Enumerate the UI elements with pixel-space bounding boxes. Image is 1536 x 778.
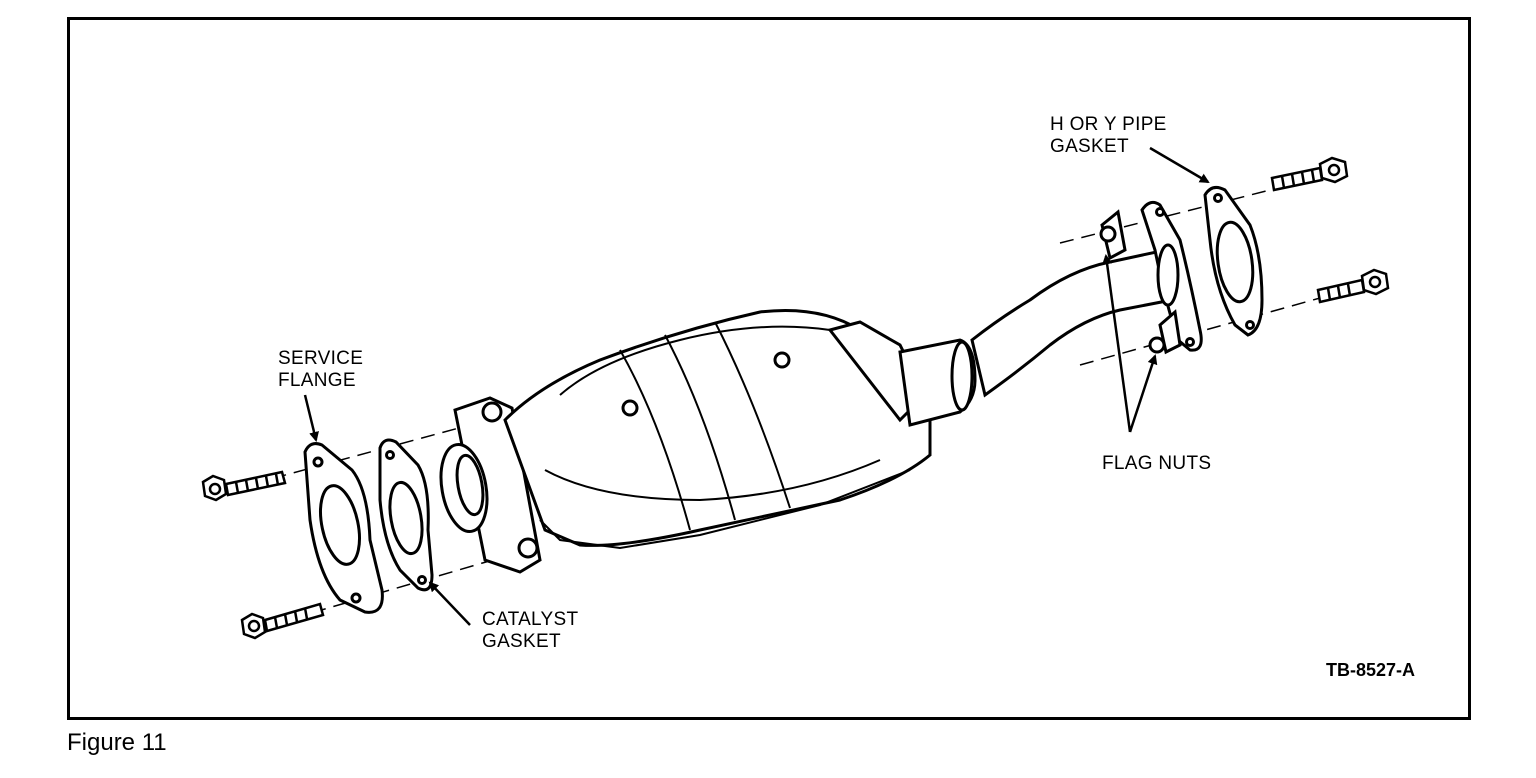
catalyst-gasket — [378, 438, 434, 592]
h-or-y-pipe-gasket-label: H OR Y PIPE GASKET — [1050, 114, 1167, 158]
catalytic-converter — [439, 309, 932, 574]
service-flange-label-line1: SERVICE — [278, 348, 364, 369]
figure-caption: Figure 11 — [67, 729, 167, 756]
alignment-lines — [229, 184, 1321, 626]
outlet-pipe — [898, 200, 1203, 427]
bolt-left-lower — [240, 602, 325, 640]
h-or-y-pipe-gasket-label-line1: H OR Y PIPE — [1050, 114, 1167, 135]
bolt-left-upper — [201, 470, 287, 502]
catalyst-gasket-label-line1: CATALYST — [482, 609, 579, 630]
service-flange-label-line2: FLANGE — [278, 370, 356, 391]
catalyst-gasket-label-line2: GASKET — [482, 631, 561, 652]
flag-nuts-label: FLAG NUTS — [1102, 453, 1212, 474]
bolt-right-upper — [1270, 156, 1349, 192]
catalyst-gasket-label: CATALYST GASKET — [482, 609, 578, 653]
leader-arrows — [303, 146, 1210, 626]
bolt-right-lower — [1316, 268, 1390, 304]
h-or-y-pipe-gasket — [1203, 185, 1264, 337]
service-flange-label: SERVICE FLANGE — [278, 348, 363, 392]
figure-frame — [67, 17, 1471, 720]
service-flange — [303, 442, 384, 614]
h-or-y-pipe-gasket-label-line2: GASKET — [1050, 136, 1129, 157]
drawing-id: TB-8527-A — [1326, 660, 1416, 680]
